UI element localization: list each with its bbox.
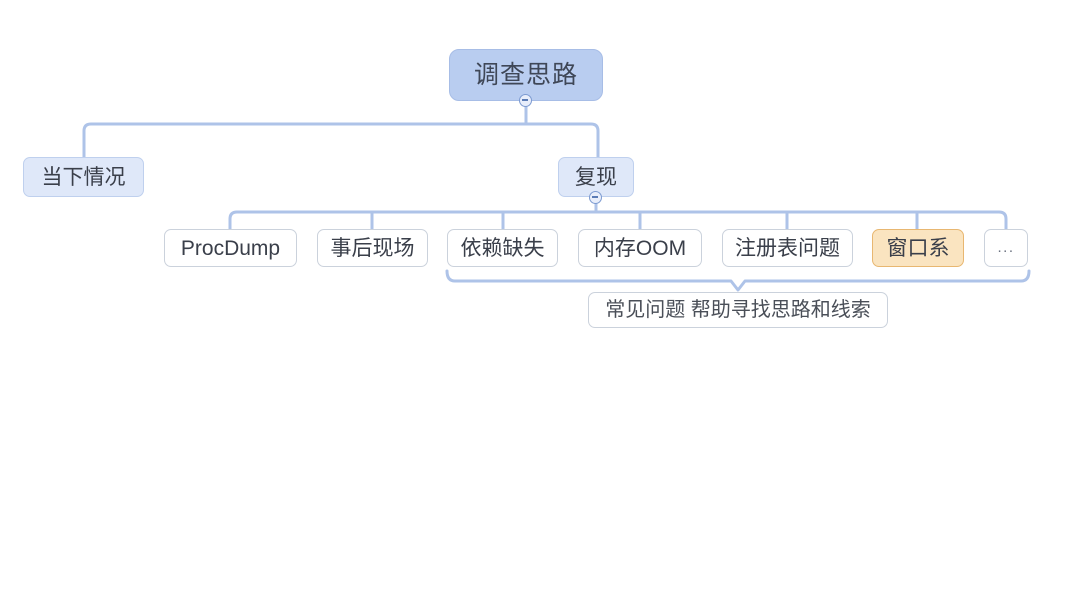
node-leaf-missing-dependency[interactable]: 依赖缺失 — [447, 229, 558, 267]
edge-fuxian-to-leaves — [228, 210, 1008, 231]
node-leaf-registry-issue[interactable]: 注册表问题 — [722, 229, 853, 267]
node-leaf-label: ProcDump — [180, 236, 281, 260]
node-leaf-procdump[interactable]: ProcDump — [164, 229, 297, 267]
node-leaf-post-incident-scene[interactable]: 事后现场 — [317, 229, 428, 267]
node-leaf-label: 内存OOM — [593, 236, 687, 260]
node-branch-label: 当下情况 — [41, 165, 126, 189]
node-leaf-label: ... — [997, 238, 1015, 256]
node-summary-label: 常见问题 帮助寻找思路和线索 — [605, 299, 871, 321]
node-leaf-more[interactable]: ... — [984, 229, 1028, 267]
node-leaf-label: 窗口系 — [886, 236, 950, 260]
minus-circle-icon-root[interactable] — [519, 94, 532, 107]
node-leaf-window-system[interactable]: 窗口系 — [872, 229, 964, 267]
node-leaf-label: 事后现场 — [330, 236, 415, 260]
node-summary-common-issues[interactable]: 常见问题 帮助寻找思路和线索 — [588, 292, 888, 328]
node-branch-current-situation[interactable]: 当下情况 — [23, 157, 144, 197]
edge-root-to-children — [82, 122, 600, 160]
node-branch-label: 复现 — [575, 165, 617, 189]
node-root-label: 调查思路 — [473, 60, 578, 89]
node-leaf-label: 注册表问题 — [735, 236, 840, 260]
summary-bracket — [445, 269, 1031, 292]
minus-circle-icon-reproduce[interactable] — [589, 191, 602, 204]
node-leaf-label: 依赖缺失 — [460, 236, 545, 260]
node-branch-reproduce[interactable]: 复现 — [558, 157, 634, 197]
node-leaf-memory-oom[interactable]: 内存OOM — [578, 229, 702, 267]
